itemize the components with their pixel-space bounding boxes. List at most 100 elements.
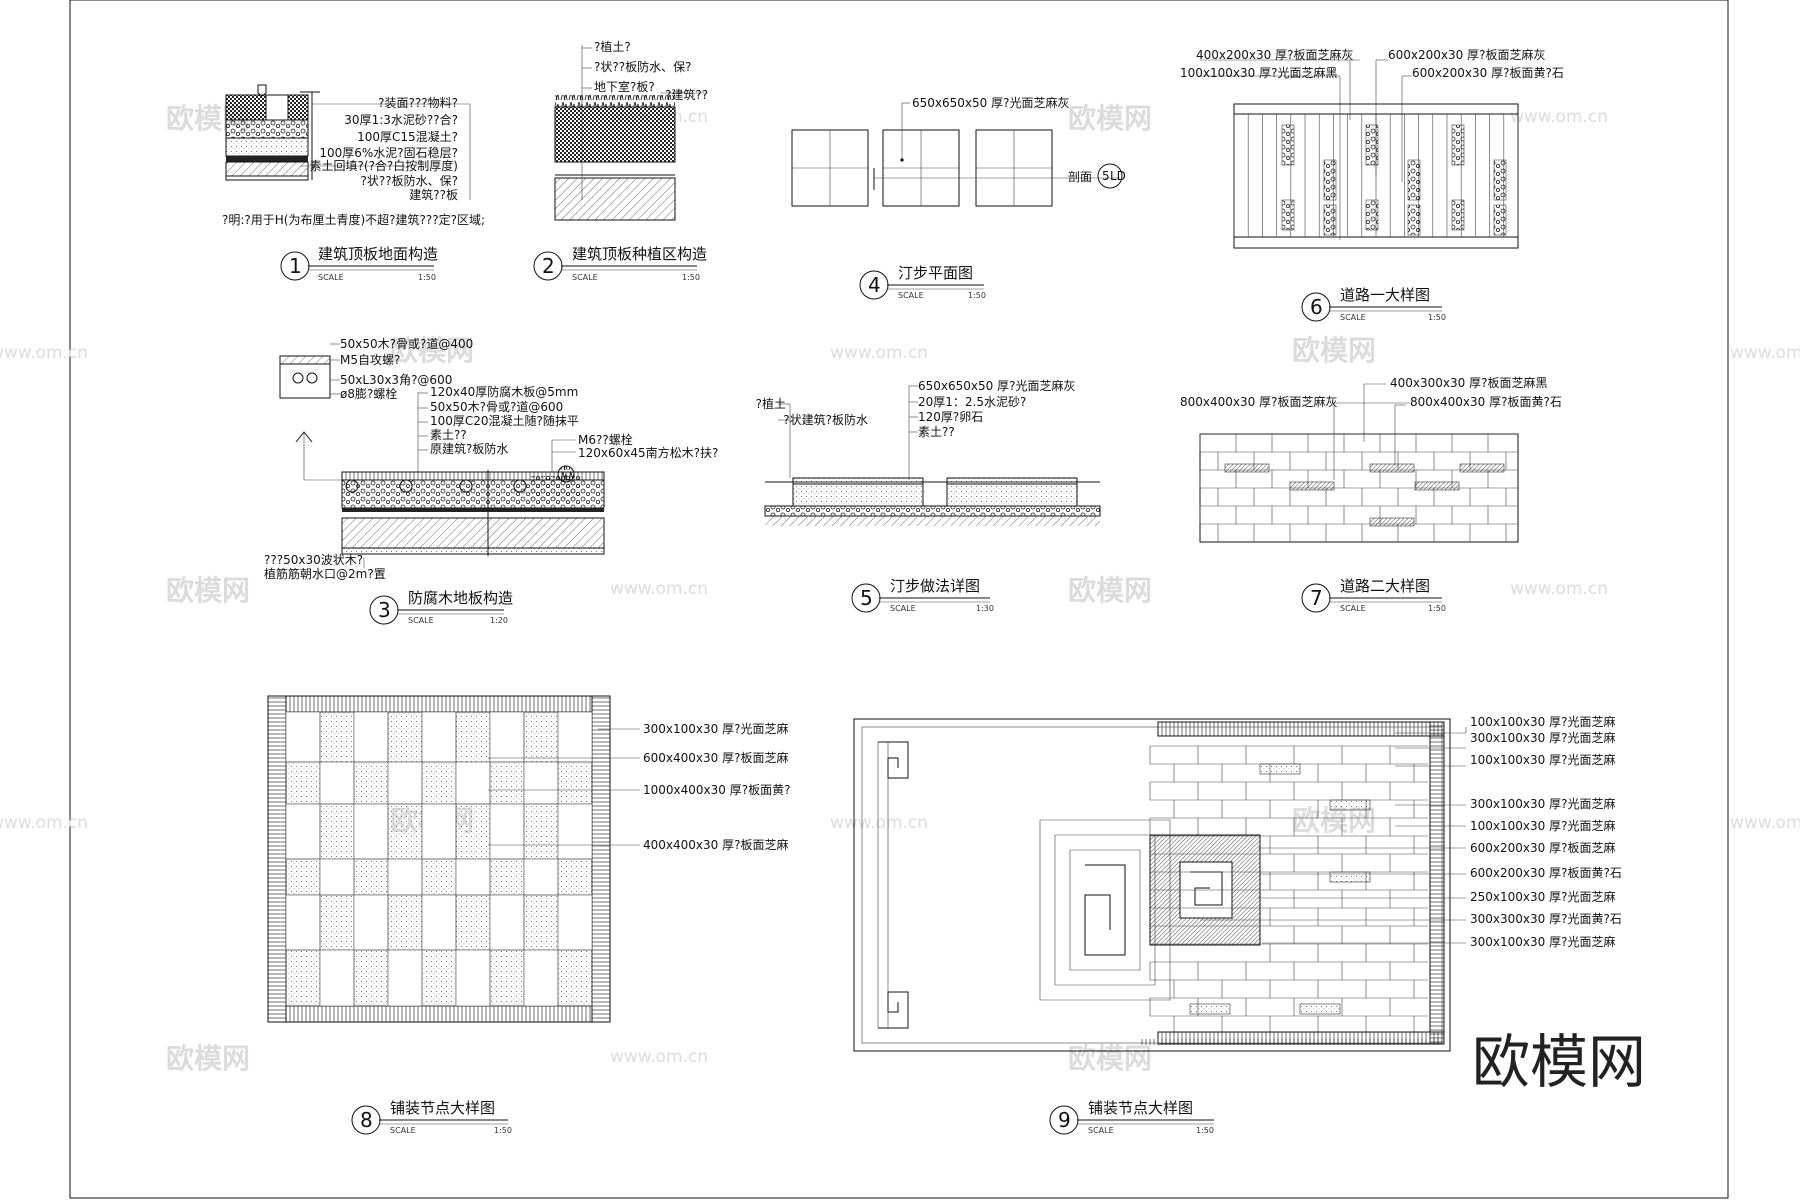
svg-text:120x60x45南方松木?扶?: 120x60x45南方松木?扶? [578,445,718,460]
svg-text:SCALE: SCALE [1340,604,1366,613]
svg-text:素土??: 素土?? [430,428,467,442]
svg-text:欧模网: 欧模网 [1292,334,1376,367]
svg-text:1:50: 1:50 [1428,604,1446,613]
detail-2-roof-planting: ?植土? ?状??板防水、保? 地下室?板? ?建筑?? 2 建筑顶板种植区构造… [533,39,708,282]
svg-text:100x100x30 厚?光面芝麻: 100x100x30 厚?光面芝麻 [1470,714,1615,729]
svg-text:50xL30x3角?@600: 50xL30x3角?@600 [340,373,452,387]
svg-text:M6??螺栓: M6??螺栓 [578,432,633,447]
svg-text:素土??: 素土?? [918,425,955,439]
svg-text:650x650x50 厚?光面芝麻灰: 650x650x50 厚?光面芝麻灰 [918,378,1075,393]
svg-text:100厚C15混凝土?: 100厚C15混凝土? [357,129,458,144]
svg-text:4: 4 [868,273,881,297]
svg-text:300x100x30 厚?光面芝麻: 300x100x30 厚?光面芝麻 [1470,796,1615,811]
svg-text:地下室?板?: 地下室?板? [594,79,655,94]
svg-text:5: 5 [1102,169,1110,183]
svg-text:SCALE: SCALE [390,1126,416,1135]
svg-text:1:30: 1:30 [976,604,994,613]
svg-text:SCALE: SCALE [318,273,344,282]
svg-text:600x200x30 厚?板面芝麻: 600x200x30 厚?板面芝麻 [1470,840,1615,855]
svg-text:www.om.cn: www.om.cn [1510,107,1608,127]
svg-text:?明:?用于H(为布厘土青度)不超?建筑???定?区域;: ?明:?用于H(为布厘土青度)不超?建筑???定?区域; [222,212,485,227]
svg-text:1:50: 1:50 [1196,1126,1214,1135]
svg-text:ø8膨?螺栓: ø8膨?螺栓 [340,386,397,401]
svg-text:20厚1：2.5水泥砂?: 20厚1：2.5水泥砂? [918,395,1026,409]
svg-text:汀步平面图: 汀步平面图 [898,264,973,282]
svg-text:SCALE: SCALE [1340,313,1366,322]
svg-text:SCALE: SCALE [898,291,924,300]
svg-text:www.om.cn: www.om.cn [1730,343,1800,363]
svg-text:???50x30波状木?: ???50x30波状木? [264,553,363,567]
svg-text:1000x400x30 厚?板面黄?: 1000x400x30 厚?板面黄? [643,783,790,797]
svg-text:www.om.cn: www.om.cn [610,579,708,599]
svg-text:SCALE: SCALE [408,616,434,625]
svg-text:欧模网: 欧模网 [1068,574,1152,607]
svg-text:道路一大样图: 道路一大样图 [1340,286,1430,304]
sheet-frame [69,0,1729,1199]
svg-text:?植土: ?植土 [756,396,786,411]
svg-text:?植土?: ?植土? [594,39,631,54]
svg-text:600x200x30 厚?板面芝麻灰: 600x200x30 厚?板面芝麻灰 [1388,47,1545,62]
detail-1-roof-slab-ground: ?装面???物料? 30厚1:3水泥砂??合? 100厚C15混凝土? 100厚… [222,84,485,282]
svg-text:1:50: 1:50 [494,1126,512,1135]
detail-5-stepping-section: ?植土 ?状建筑?板防水 650x650x50 厚?光面芝麻灰 20厚1：2.5… [756,378,1101,613]
svg-text:800x400x30 厚?板面黄?石: 800x400x30 厚?板面黄?石 [1410,395,1562,409]
svg-text:植筋筋朝水口@2m?置: 植筋筋朝水口@2m?置 [264,566,386,581]
svg-text:100x100x30 厚?光面芝麻: 100x100x30 厚?光面芝麻 [1470,818,1615,833]
svg-text:?状??板防水、保?: ?状??板防水、保? [361,173,458,188]
svg-text:2: 2 [542,254,555,278]
svg-text:3: 3 [378,598,391,622]
svg-text:1:50: 1:50 [682,273,700,282]
svg-text:剖面: 剖面 [1068,170,1092,184]
svg-text:300x100x30 厚?光面芝麻: 300x100x30 厚?光面芝麻 [1470,934,1615,949]
svg-text:400x400x30 厚?板面芝麻: 400x400x30 厚?板面芝麻 [643,837,788,852]
svg-text:原建筑?板防水: 原建筑?板防水 [430,441,508,456]
svg-text:M5自攻螺?: M5自攻螺? [340,353,400,367]
svg-text:7: 7 [1310,586,1323,610]
svg-text:100x100x30 厚?光面芝麻黑: 100x100x30 厚?光面芝麻黑 [1180,65,1337,80]
detail-9-paving-node: 100x100x30 厚?光面芝麻 300x100x30 厚?光面芝麻 100x… [853,714,1622,1135]
svg-text:欧模网: 欧模网 [390,334,474,367]
svg-text:250x100x30 厚?光面芝麻: 250x100x30 厚?光面芝麻 [1470,889,1615,904]
svg-text:120x40厚防腐木板@5mm: 120x40厚防腐木板@5mm [430,384,578,399]
svg-text:400x200x30 厚?板面芝麻灰: 400x200x30 厚?板面芝麻灰 [1196,47,1353,62]
svg-text:www.om.cn: www.om.cn [830,343,928,363]
svg-text:LD: LD [1110,169,1126,183]
svg-text:www.om.cn: www.om.cn [1510,579,1608,599]
svg-text:8: 8 [360,1108,373,1132]
svg-text:9: 9 [1058,1108,1071,1132]
svg-text:50x50木?骨或?道@400: 50x50木?骨或?道@400 [340,337,473,351]
svg-text:www.om.cn: www.om.cn [830,813,928,833]
svg-text:?装面???物料?: ?装面???物料? [378,96,458,110]
svg-text:素土回填?(?合?白按制厚度): 素土回填?(?合?白按制厚度) [310,158,458,173]
svg-text:300x300x30 厚?光面黄?石: 300x300x30 厚?光面黄?石 [1470,912,1622,926]
svg-text:铺装节点大样图: 铺装节点大样图 [1088,1099,1193,1117]
svg-text:600x200x30 厚?板面黄?石: 600x200x30 厚?板面黄?石 [1412,66,1564,80]
svg-text:www.om.cn: www.om.cn [610,1047,708,1067]
svg-text:欧模网: 欧模网 [1068,102,1152,135]
svg-text:100x100x30 厚?光面芝麻: 100x100x30 厚?光面芝麻 [1470,752,1615,767]
svg-text:400x300x30 厚?板面芝麻黑: 400x300x30 厚?板面芝麻黑 [1390,375,1547,390]
svg-text:1:20: 1:20 [490,616,508,625]
svg-text:100厚C20混凝土随?随抹平: 100厚C20混凝土随?随抹平 [430,413,579,428]
svg-text:300x100x30 厚?光面芝麻: 300x100x30 厚?光面芝麻 [643,721,788,736]
svg-text:50x50木?骨或?道@600: 50x50木?骨或?道@600 [430,400,563,414]
svg-text:600x400x30 厚?板面芝麻: 600x400x30 厚?板面芝麻 [643,750,788,765]
svg-text:道路二大样图: 道路二大样图 [1340,577,1430,595]
svg-text:建筑顶板地面构造: 建筑顶板地面构造 [318,245,438,263]
svg-text:5: 5 [860,586,873,610]
svg-text:SCALE: SCALE [1088,1126,1114,1135]
detail-4-stepping-plan: 650x650x50 厚?光面芝麻灰 剖面 5 LD 4 汀步平面图 SCALE… [791,95,1126,300]
svg-text:汀步做法详图: 汀步做法详图 [890,577,980,595]
svg-text:SCALE: SCALE [572,273,598,282]
svg-text:欧模网: 欧模网 [166,574,250,607]
svg-text:120厚?卵石: 120厚?卵石 [918,410,983,424]
svg-text:www.om.cn: www.om.cn [0,813,88,833]
svg-text:30厚1:3水泥砂??合?: 30厚1:3水泥砂??合? [344,112,458,127]
detail-8-paving-node: 300x100x30 厚?光面芝麻 600x400x30 厚?板面芝麻 1000… [267,695,790,1135]
svg-text:1:50: 1:50 [1428,313,1446,322]
svg-text:SCALE: SCALE [890,604,916,613]
svg-text:800x400x30 厚?板面芝麻灰: 800x400x30 厚?板面芝麻灰 [1180,394,1337,409]
svg-text:建筑??板: 建筑??板 [409,187,458,202]
detail-7-road-two: 400x300x30 厚?板面芝麻黑 800x400x30 厚?板面芝麻灰 80… [1180,375,1562,613]
